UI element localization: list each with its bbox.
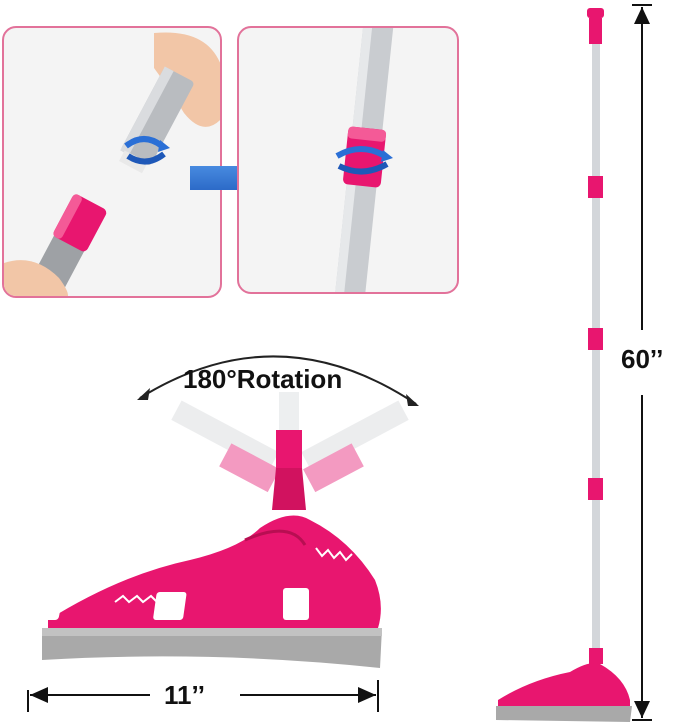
- pole-joint-1: [588, 176, 603, 198]
- rotate-lock-arrow-icon: [335, 146, 387, 159]
- ghost-handle-right: [301, 400, 409, 472]
- width-arrow-right-icon: [358, 687, 376, 703]
- rotation-arc: [139, 355, 417, 405]
- mini-rubber-blade: [496, 706, 632, 722]
- hanging-cap: [587, 8, 604, 18]
- pole-section-4: [592, 500, 600, 648]
- height-arrow-top-icon: [634, 7, 650, 24]
- rubber-blade: [42, 628, 382, 668]
- pole-joint-2: [588, 328, 603, 350]
- pole-section-1: [592, 44, 600, 176]
- ghost-pink-right: [303, 443, 364, 493]
- rotate-arrow-icon: [124, 136, 164, 149]
- height-arrow-bottom-icon: [634, 701, 650, 718]
- head-vent-1: [28, 598, 63, 620]
- mini-broom-head: [498, 663, 630, 706]
- assembly-step-2-panel: [237, 26, 459, 294]
- broom-head: [48, 515, 381, 628]
- pole-section-2: [592, 198, 600, 328]
- width-label: 11’’: [164, 680, 205, 710]
- twist-connect-illustration: [4, 32, 220, 296]
- pole-joint-3: [588, 478, 603, 500]
- ghost-pink-left: [219, 443, 280, 493]
- assembly-step-1-panel: [2, 26, 222, 298]
- head-vent-3: [283, 588, 309, 620]
- hand-bottom: [4, 260, 68, 296]
- width-arrow-left-icon: [30, 687, 48, 703]
- rotation-label: 180°Rotation: [183, 364, 343, 394]
- ghost-handle-left: [171, 400, 279, 472]
- head-vent-2: [153, 592, 187, 620]
- pole-section-3: [592, 350, 600, 478]
- head-connector: [276, 430, 302, 470]
- arc-arrow-right-icon: [406, 394, 419, 406]
- height-label: 60’’: [621, 344, 664, 374]
- arc-arrow-left-icon: [137, 388, 150, 400]
- connected-handle-illustration: [332, 28, 394, 292]
